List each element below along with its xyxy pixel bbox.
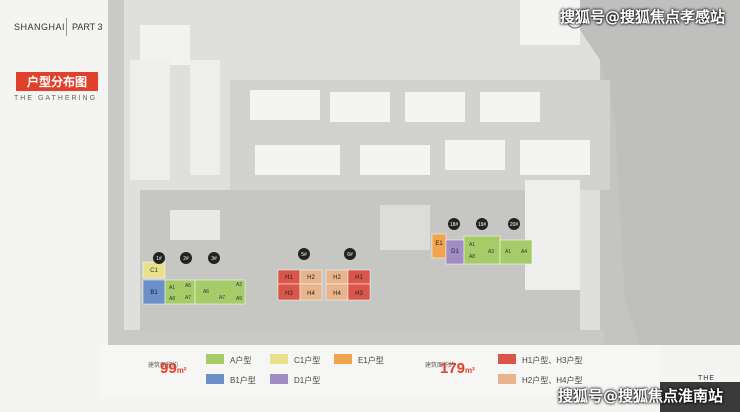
unit-label: H4 bbox=[333, 291, 341, 297]
watermark-bottom: 搜狐号@搜狐焦点淮南站 bbox=[558, 387, 724, 405]
unit-label: H4 bbox=[307, 291, 315, 297]
unit-label: H2 bbox=[333, 275, 341, 281]
building-number: 1# bbox=[156, 256, 162, 262]
corner-text: THE bbox=[698, 375, 715, 382]
building-marker-2: 2# bbox=[180, 252, 192, 264]
unit-label: A1 bbox=[505, 249, 511, 255]
area-value-left: 99m² bbox=[160, 360, 187, 377]
legend-swatch-h1-h3 bbox=[498, 354, 516, 364]
unit-label: D1 bbox=[451, 249, 459, 255]
building-block bbox=[170, 210, 220, 240]
unit-label: A2 bbox=[236, 282, 242, 288]
building-block bbox=[445, 140, 505, 170]
area-label-left: 建筑面积约 bbox=[148, 363, 179, 369]
legend-panel bbox=[100, 345, 660, 397]
legend-label: D1户型 bbox=[294, 376, 321, 385]
unit-label: H1 bbox=[355, 275, 363, 281]
building-block bbox=[520, 140, 590, 175]
building-block bbox=[360, 145, 430, 175]
building-marker-18: 18# bbox=[448, 218, 460, 230]
unit-c1 bbox=[142, 261, 166, 279]
building-number: 20# bbox=[510, 222, 519, 228]
building-marker-5: 5# bbox=[298, 248, 310, 260]
unit-label: A1 bbox=[469, 242, 475, 248]
building-marker-3: 3# bbox=[208, 252, 220, 264]
unit-label: A8 bbox=[169, 296, 175, 302]
building-block bbox=[255, 145, 340, 175]
building-number: 18# bbox=[450, 222, 459, 228]
legend-swatch-d1 bbox=[270, 374, 288, 384]
site-plan-map: C1 B1 A1 A5 A8 A7 A6 A2 A9 A7 H1 H2 H3 H… bbox=[108, 0, 740, 345]
unit-label: E1 bbox=[435, 241, 443, 247]
building-block bbox=[130, 60, 170, 180]
unit-label: A5 bbox=[185, 283, 191, 289]
building-number: 19# bbox=[478, 222, 487, 228]
unit-label: A6 bbox=[203, 289, 209, 295]
watermark-top: 搜狐号@搜狐焦点孝感站 bbox=[560, 8, 726, 26]
legend-label: A户型 bbox=[230, 356, 252, 365]
building-block bbox=[405, 92, 465, 122]
unit-group-a bbox=[164, 279, 196, 305]
unit-group-a bbox=[463, 235, 501, 265]
header-part: PART 3 bbox=[72, 22, 103, 32]
building-block bbox=[330, 92, 390, 122]
unit-label: C1 bbox=[150, 268, 158, 274]
area-value-right: 179m² bbox=[440, 360, 475, 377]
unit-label: A9 bbox=[236, 296, 242, 302]
corner-block bbox=[660, 382, 740, 412]
unit-label: H2 bbox=[307, 275, 315, 281]
legend-swatch-e1 bbox=[334, 354, 352, 364]
building-number: 3# bbox=[211, 256, 217, 262]
unit-label: A4 bbox=[521, 249, 527, 255]
section-title: 户型分布图 bbox=[16, 72, 98, 91]
unit-h4 bbox=[299, 283, 323, 301]
legend-swatch-a bbox=[206, 354, 224, 364]
legend-swatch-b1 bbox=[206, 374, 224, 384]
legend-label: B1户型 bbox=[230, 376, 256, 385]
unit-group-a bbox=[499, 239, 533, 265]
unit-h3 bbox=[347, 283, 371, 301]
area-label-right: 建筑面积约 bbox=[425, 363, 456, 369]
unit-label: A3 bbox=[488, 249, 494, 255]
unit-group-a bbox=[194, 279, 246, 305]
building-block bbox=[190, 60, 220, 175]
unit-label: H3 bbox=[285, 291, 293, 297]
building-number: 5# bbox=[301, 252, 307, 258]
section-subtitle: THE GATHERING bbox=[14, 95, 98, 102]
building-block bbox=[250, 90, 320, 120]
unit-label: H3 bbox=[355, 291, 363, 297]
compass-icon bbox=[566, 11, 584, 29]
legend-swatch-c1 bbox=[270, 354, 288, 364]
legend-swatch-h2-h4 bbox=[498, 374, 516, 384]
building-number: 6# bbox=[347, 252, 353, 258]
legend-label: H1户型、H3户型 bbox=[522, 356, 583, 365]
building-marker-20: 20# bbox=[508, 218, 520, 230]
unit-label: A7 bbox=[219, 295, 225, 301]
building-block bbox=[140, 25, 190, 65]
unit-label: H1 bbox=[285, 275, 293, 281]
building-block bbox=[525, 180, 580, 290]
legend-label: H2户型、H4户型 bbox=[522, 376, 583, 385]
unit-label: B1 bbox=[150, 290, 158, 296]
header-divider bbox=[66, 18, 67, 36]
building-block bbox=[520, 0, 580, 45]
legend-label: C1户型 bbox=[294, 356, 321, 365]
building-marker-1: 1# bbox=[153, 252, 165, 264]
building-number: 2# bbox=[183, 256, 189, 262]
unit-label: A7 bbox=[185, 295, 191, 301]
unit-label: A1 bbox=[169, 285, 175, 291]
unit-label: A8 bbox=[469, 254, 475, 260]
plaza bbox=[380, 205, 430, 250]
legend-label: E1户型 bbox=[358, 356, 384, 365]
building-marker-19: 19# bbox=[476, 218, 488, 230]
building-block bbox=[480, 92, 540, 122]
building-marker-6: 6# bbox=[344, 248, 356, 260]
header-city: SHANGHAI bbox=[14, 22, 66, 32]
